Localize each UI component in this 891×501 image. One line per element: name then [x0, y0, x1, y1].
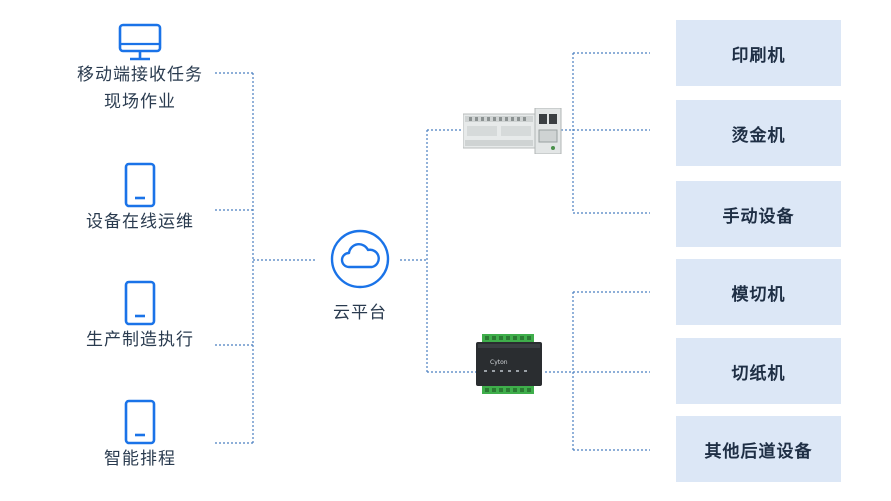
tablet-icon: [124, 280, 156, 326]
equipment-hot-stamping: 烫金机: [676, 100, 841, 166]
equipment-paper-cutting: 切纸机: [676, 338, 841, 404]
equipment-die-cutting: 模切机: [676, 259, 841, 325]
tablet-icon: [124, 399, 156, 445]
equipment-label: 手动设备: [722, 206, 795, 227]
left-item-mobile: 移动端接收任务 现场作业: [40, 22, 240, 116]
gateway-brand: Cyton: [490, 359, 508, 366]
left-item-label: 智能排程: [104, 449, 176, 469]
left-item-mes: 生产制造执行: [40, 279, 240, 354]
gateway-device-image: Cyton: [476, 334, 542, 394]
equipment-post-press: 其他后道设备: [676, 416, 841, 482]
cloud-platform: 云平台: [325, 228, 395, 323]
monitor-icon: [118, 23, 162, 61]
equipment-printing-press: 印刷机: [676, 20, 841, 86]
equipment-label: 切纸机: [731, 363, 786, 384]
left-item-ops: 设备在线运维: [40, 161, 240, 236]
equipment-label: 印刷机: [731, 45, 786, 66]
left-item-label: 移动端接收任务 现场作业: [77, 65, 203, 112]
left-item-label: 生产制造执行: [86, 330, 194, 350]
left-item-label: 设备在线运维: [86, 212, 194, 232]
equipment-label: 其他后道设备: [704, 441, 813, 462]
tablet-icon: [124, 162, 156, 208]
plc-controller-image: [463, 108, 562, 154]
cloud-icon: [330, 229, 390, 289]
left-item-scheduling: 智能排程: [40, 398, 240, 473]
equipment-label: 模切机: [731, 284, 786, 305]
equipment-manual: 手动设备: [676, 181, 841, 247]
equipment-label: 烫金机: [731, 125, 786, 146]
cloud-platform-label: 云平台: [333, 303, 387, 323]
